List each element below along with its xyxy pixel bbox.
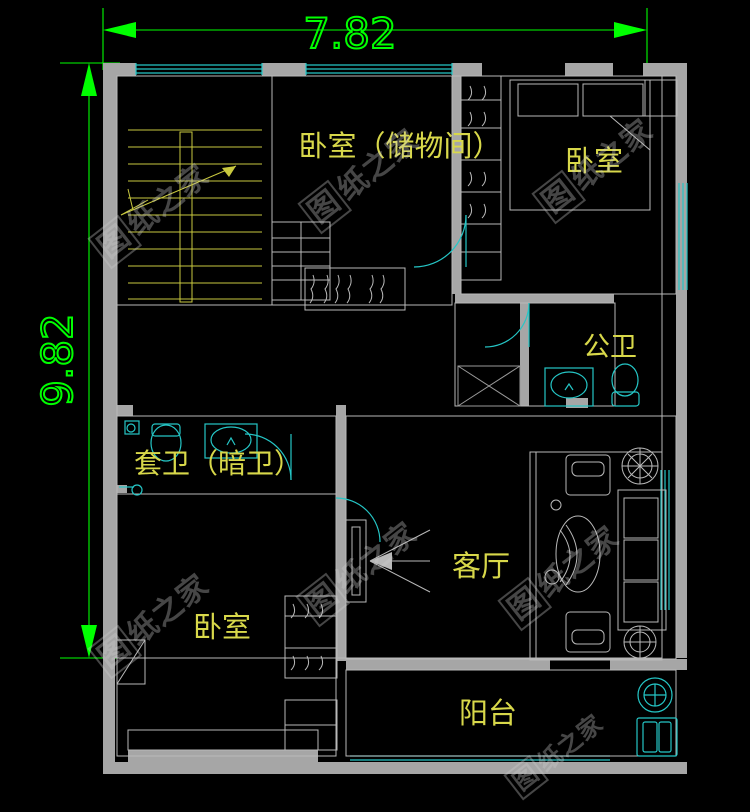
doors [335, 214, 530, 543]
furniture [116, 75, 678, 757]
nightstand [644, 79, 678, 117]
room-label-bedroom-bottom-left: 卧室 [193, 610, 251, 644]
wardrobe-c [460, 75, 502, 281]
dimension-width-text: 7.82 [303, 9, 397, 58]
bath-fixtures-ensuite [119, 420, 292, 496]
room-labels: 卧室（储物间） 卧室 公卫 套卫（暗卫） 客厅 卧室 阳台 [134, 129, 637, 730]
dimension-left: 9.82 [32, 62, 120, 659]
room-label-living-room: 客厅 [452, 549, 510, 583]
dimension-height-text: 9.82 [33, 313, 82, 407]
bed-top-right [509, 79, 651, 211]
wardrobe-a [271, 221, 331, 301]
room-label-balcony: 阳台 [459, 696, 517, 730]
room-label-ensuite-bathroom: 套卫（暗卫） [134, 447, 302, 480]
room-outlines [116, 75, 677, 757]
dimension-top: 7.82 [102, 8, 648, 70]
room-label-bedroom-storage: 卧室（储物间） [298, 129, 501, 163]
wardrobe-b [304, 267, 406, 311]
room-label-bedroom-top-right: 卧室 [565, 144, 623, 178]
walls [103, 63, 687, 774]
bath-fixtures-public [457, 363, 640, 407]
bed-bottom-left [116, 595, 338, 751]
room-label-public-bathroom: 公卫 [583, 332, 637, 363]
staircase [120, 129, 262, 303]
living-room-furniture [345, 447, 667, 661]
balcony-fixtures [636, 677, 678, 757]
